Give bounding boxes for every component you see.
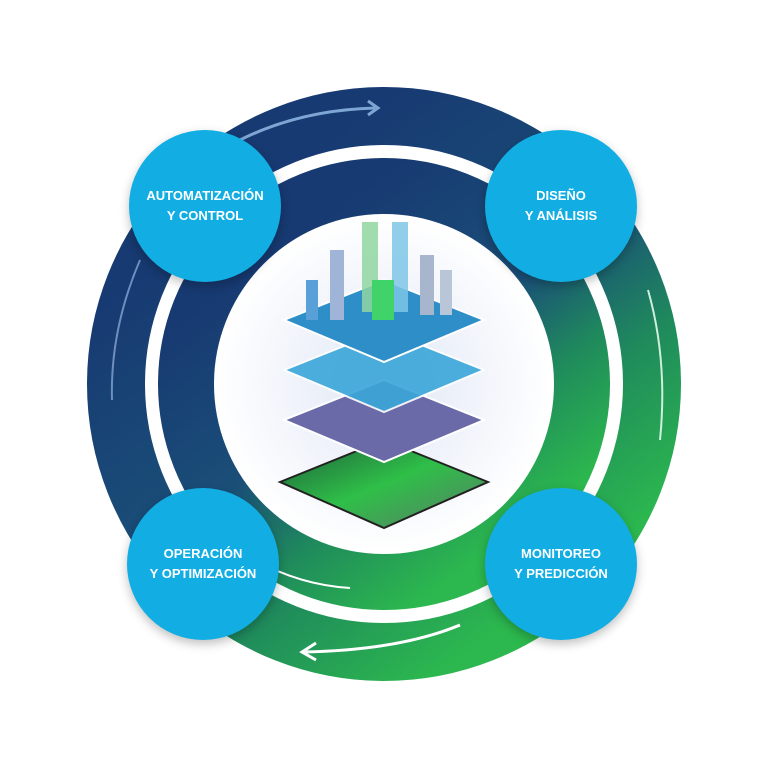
outer-ring [87, 87, 681, 681]
ring-line-right [647, 289, 664, 441]
arrow-top-icon [239, 106, 376, 142]
stage-monitoreo-prediccion: MONITOREO Y PREDICCIÓN [485, 488, 637, 640]
layered-city-illustration [216, 216, 552, 552]
stage-automatizacion-control: AUTOMATIZACIÓN Y CONTROL [129, 130, 281, 282]
stage-label-line2: Y PREDICCIÓN [514, 566, 608, 581]
stage-label-line1: AUTOMATIZACIÓN [146, 188, 264, 203]
stage-label-line2: Y CONTROL [166, 208, 244, 223]
arrow-bottom-icon [304, 623, 461, 654]
stage-label-line1: MONITOREO [521, 546, 601, 561]
stage-label-line2: Y ANÁLISIS [524, 208, 598, 223]
ring-line-left [110, 259, 141, 401]
stage-label-line2: Y OPTIMIZACIÓN [149, 566, 257, 581]
inner-ring [158, 158, 610, 610]
stage-label-line1: DISEÑO [536, 188, 586, 203]
stage-label-line1: OPERACIÓN [163, 546, 243, 561]
stage-operacion-optimizacion: OPERACIÓN Y OPTIMIZACIÓN [127, 488, 279, 640]
stage-diseno-analisis: DISEÑO Y ANÁLISIS [485, 130, 637, 282]
